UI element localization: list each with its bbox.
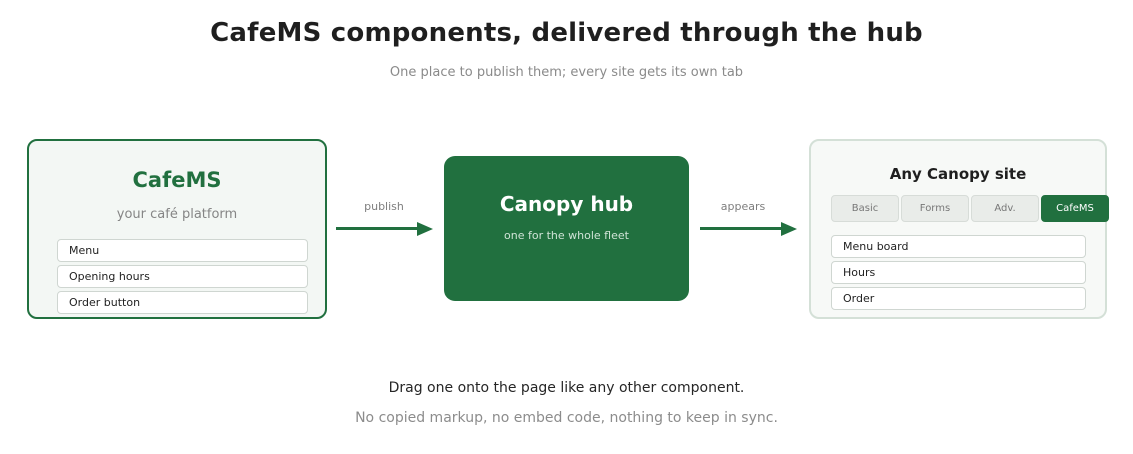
publish-arrow-label: publish	[364, 200, 404, 213]
tab-adv[interactable]: Adv.	[971, 195, 1039, 222]
footer-line-2: No copied markup, no embed code, nothing…	[355, 410, 778, 426]
appears-arrow-line	[700, 227, 782, 230]
appears-arrow-label: appears	[720, 200, 766, 213]
diagram-title: CafeMS components, delivered through the…	[210, 18, 923, 48]
footer-line-1: Drag one onto the page like any other co…	[388, 380, 745, 396]
appears-arrow-head-icon	[781, 221, 797, 236]
site-component-menu-board[interactable]: Menu board	[831, 235, 1086, 258]
source-component-opening-hours: Opening hours	[57, 265, 308, 288]
source-platform-name: CafeMS	[132, 168, 222, 192]
source-platform-card: CafeMS your café platform Menu Opening h…	[27, 139, 327, 319]
site-component-hours[interactable]: Hours	[831, 261, 1086, 284]
source-component-order-button: Order button	[57, 291, 308, 314]
publish-arrow-head-icon	[417, 221, 433, 236]
publish-arrow-line	[336, 227, 418, 230]
canopy-site-card: Any Canopy site Basic Forms Adv. CafeMS …	[809, 139, 1109, 319]
tab-basic[interactable]: Basic	[831, 195, 899, 222]
hub-tagline: one for the whole fleet	[504, 229, 629, 242]
site-card-title: Any Canopy site	[889, 165, 1027, 183]
source-component-menu: Menu	[57, 239, 308, 262]
hub-name: Canopy hub	[499, 192, 634, 216]
tab-cafems[interactable]: CafeMS	[1041, 195, 1109, 222]
source-platform-tagline: your café platform	[116, 207, 238, 222]
canopy-hub-box: Canopy hub one for the whole fleet	[444, 156, 689, 301]
site-component-order[interactable]: Order	[831, 287, 1086, 310]
diagram-subtitle: One place to publish them; every site ge…	[389, 65, 744, 80]
tab-forms[interactable]: Forms	[901, 195, 969, 222]
